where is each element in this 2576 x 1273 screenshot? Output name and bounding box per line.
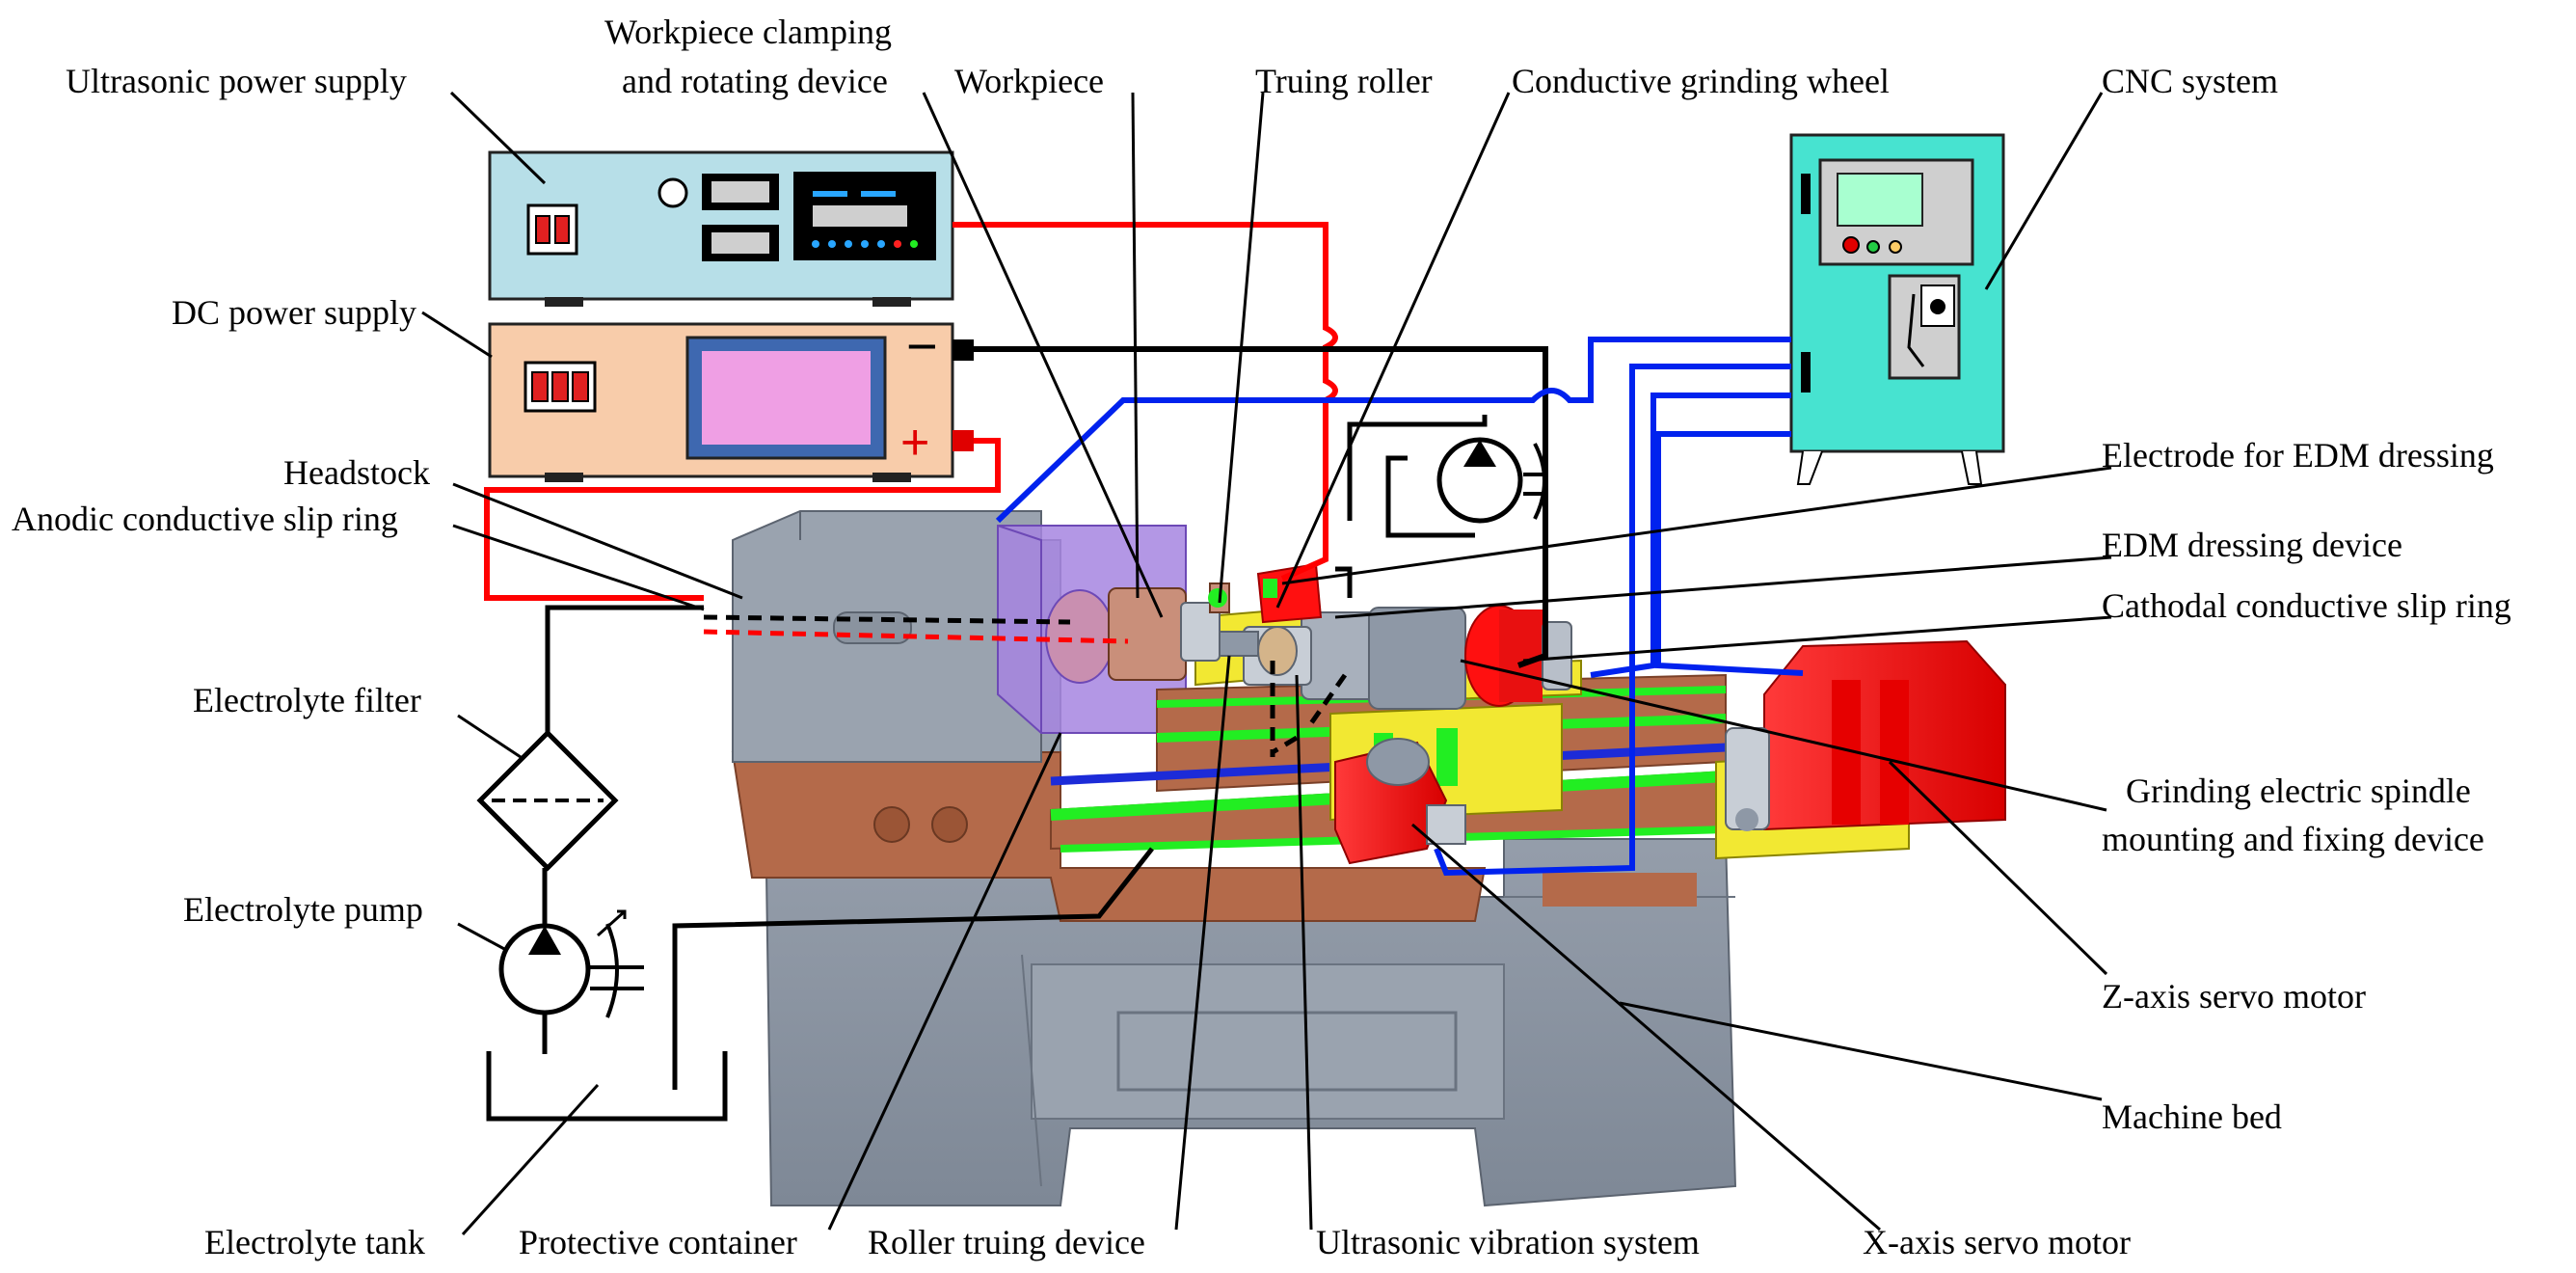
label-workpiece: Workpiece bbox=[954, 62, 1104, 100]
electrolyte-pipe-dashed bbox=[703, 614, 1071, 625]
wire-black-edm-loop bbox=[1335, 415, 1488, 598]
electrolyte-pipe-dashed-2 bbox=[1270, 661, 1348, 757]
x-axis-servo-motor-shape bbox=[1334, 738, 1466, 865]
label-grinding-spindle-line2: mounting and fixing device bbox=[2102, 820, 2484, 858]
label-edm-dressing-device: EDM dressing device bbox=[2102, 526, 2402, 564]
dc-power-supply-box: − + bbox=[488, 315, 974, 482]
edm-pump-symbol bbox=[1436, 437, 1547, 524]
electrolyte-pipe-supply bbox=[542, 605, 704, 1054]
cnc-system-cabinet bbox=[1789, 133, 2005, 485]
wire-red-anode bbox=[484, 438, 1001, 601]
label-machine-bed: Machine bed bbox=[2102, 1097, 2282, 1136]
bed-pad-right bbox=[1543, 873, 1697, 907]
label-grinding-spindle-line1: Grinding electric spindle bbox=[2126, 772, 2471, 810]
label-truing-roller: Truing roller bbox=[1255, 62, 1433, 100]
label-cathodal-slip-ring: Cathodal conductive slip ring bbox=[2102, 586, 2511, 625]
label-electrolyte-filter: Electrolyte filter bbox=[193, 681, 421, 719]
wire-blue-cnc-a bbox=[1434, 364, 1791, 877]
label-conductive-grinding-wheel: Conductive grinding wheel bbox=[1512, 62, 1890, 100]
z-axis-servo-motor-shape bbox=[1725, 639, 2006, 831]
electrolyte-pump-symbol bbox=[498, 909, 644, 1018]
copper-band bbox=[731, 751, 1487, 922]
wire-red-dashed-anode bbox=[703, 629, 1129, 644]
bed-pad-left bbox=[1060, 873, 1133, 911]
wire-blue-cnc-c bbox=[1655, 431, 1804, 676]
leader-lines bbox=[421, 91, 2112, 1236]
label-clamping-line2: and rotating device bbox=[622, 62, 888, 100]
bed-knob-left bbox=[873, 806, 910, 843]
label-clamping-line1: Workpiece clamping bbox=[604, 13, 892, 51]
electrolyte-filter-symbol bbox=[476, 729, 619, 872]
label-cnc-system: CNC system bbox=[2102, 62, 2278, 100]
label-ultrasonic-power-supply: Ultrasonic power supply bbox=[66, 62, 407, 100]
label-roller-truing-device: Roller truing device bbox=[868, 1223, 1145, 1261]
ultrasonic-power-supply-box bbox=[488, 150, 954, 307]
label-electrode-edm: Electrode for EDM dressing bbox=[2102, 436, 2494, 474]
label-dc-power-supply: DC power supply bbox=[172, 293, 416, 332]
wire-blue-headstock bbox=[995, 337, 1791, 524]
electrolyte-pipe-return bbox=[672, 847, 1154, 1090]
label-x-axis-servo-motor: X-axis servo motor bbox=[1863, 1223, 2131, 1261]
label-electrolyte-tank: Electrolyte tank bbox=[204, 1223, 425, 1261]
edm-dressing-device bbox=[1256, 562, 1323, 624]
label-electrolyte-pump: Electrolyte pump bbox=[183, 890, 423, 929]
label-anodic-slip-ring: Anodic conductive slip ring bbox=[12, 500, 398, 538]
ultrasonic-vibration-system bbox=[1243, 605, 1572, 710]
label-z-axis-servo-motor: Z-axis servo motor bbox=[2102, 977, 2366, 1016]
label-headstock: Headstock bbox=[283, 453, 430, 492]
label-protective-container: Protective container bbox=[519, 1223, 797, 1261]
dc-minus-symbol: − bbox=[906, 315, 938, 376]
bed-knob-right bbox=[931, 806, 968, 843]
label-ultrasonic-vibration-system: Ultrasonic vibration system bbox=[1316, 1223, 1700, 1261]
electrolyte-tank-symbol bbox=[486, 1051, 728, 1122]
dc-plus-symbol: + bbox=[900, 415, 929, 471]
